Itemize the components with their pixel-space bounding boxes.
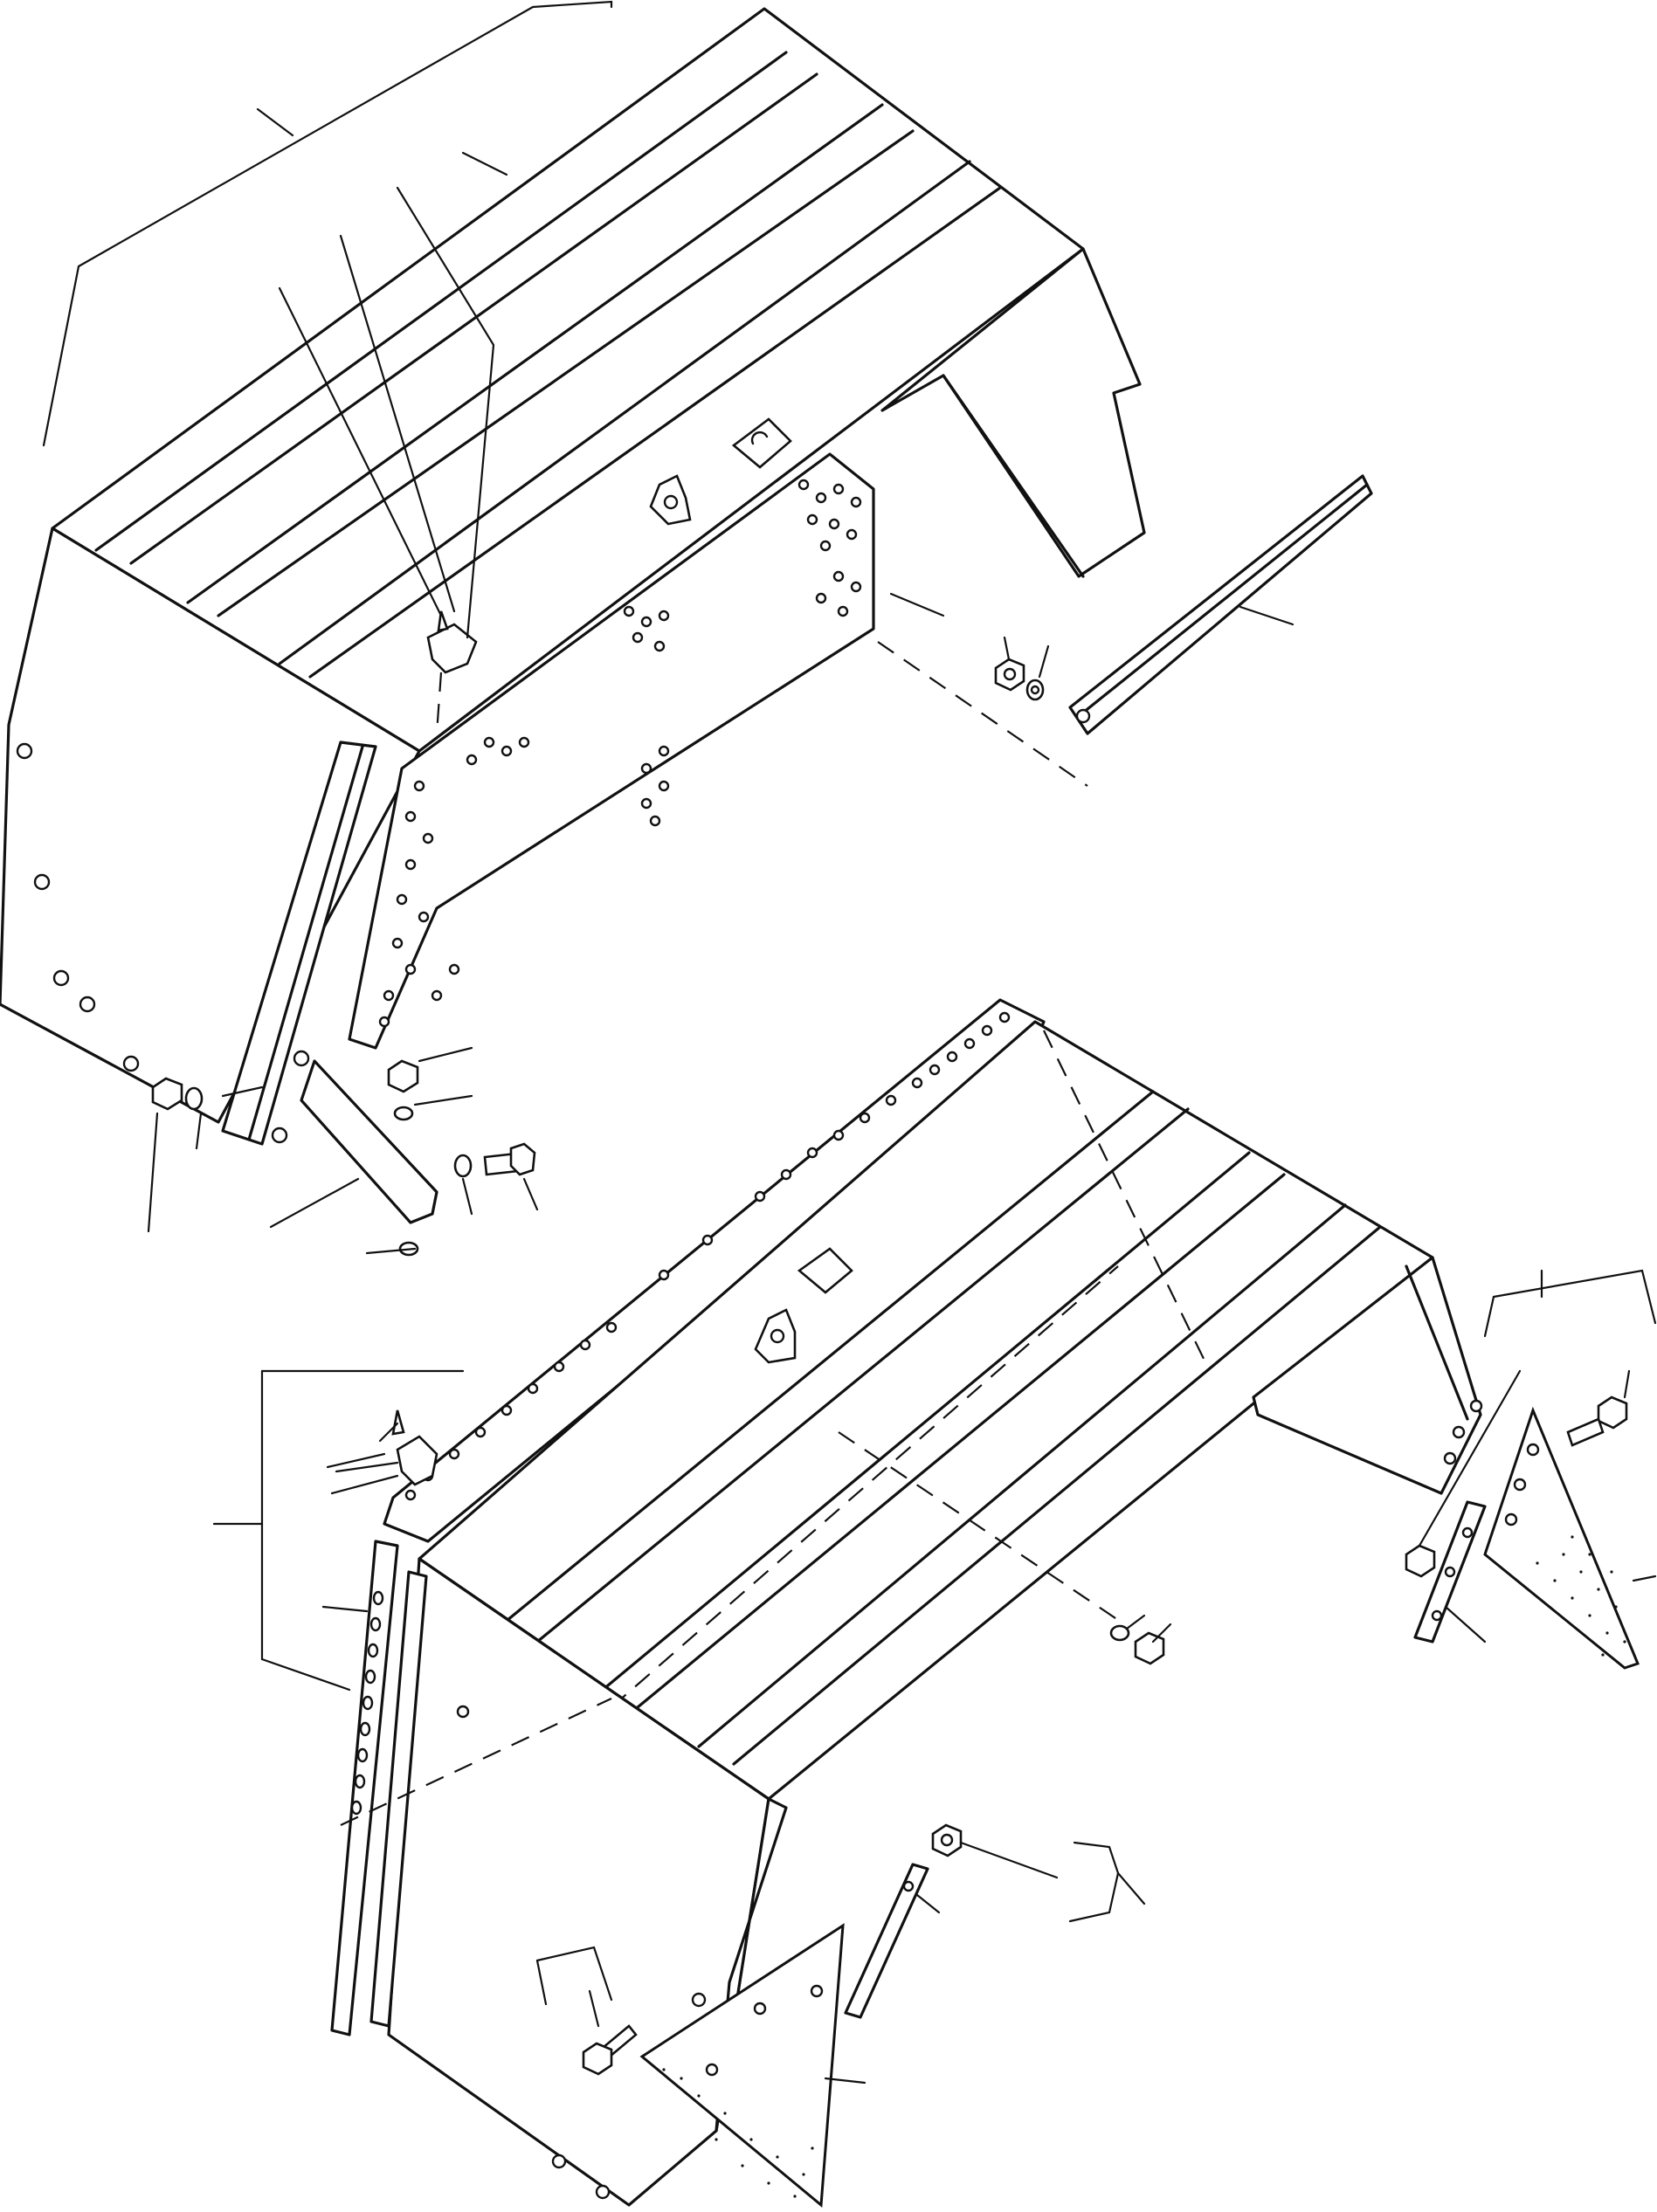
lower-strip-axis (340, 1698, 612, 1826)
upper-nut-washer (994, 658, 1045, 701)
lower-rear-skirt-holes (1443, 1399, 1483, 1465)
lower-fender-rear-skirt (1252, 1256, 1482, 1495)
upper-corner-bracket (300, 1059, 438, 1224)
lower-right-hardware (1109, 1395, 1628, 1665)
lower-deck-hidden-line-1 (611, 1265, 1119, 1708)
lower-latch-plate (797, 1247, 853, 1294)
upper-outer-side-holes (16, 742, 310, 1144)
upper-perforation-holes (378, 479, 862, 1028)
lower-rail-holes (404, 1011, 1011, 1501)
lower-bottom-gusset (639, 1923, 845, 2209)
upper-latch-plate (731, 417, 792, 469)
lower-hinge-bracket (754, 1308, 797, 1364)
lower-clip-assembly (391, 1409, 438, 1486)
lower-right-gusset (1483, 1406, 1640, 1670)
lower-bottom-gusset-stipple (662, 2068, 814, 2198)
lower-deck-hidden-line-2 (838, 1431, 1119, 1621)
lower-right-gusset-stipple (1536, 1535, 1626, 1657)
lower-vertical-strip-holes (350, 1590, 384, 1816)
upper-arm-axis (877, 641, 1088, 787)
lower-fender-assembly (330, 998, 1640, 2209)
upper-left-hardware (151, 1059, 536, 1257)
lower-bottom-bracket (844, 1863, 929, 2019)
lower-deck-ribs (501, 1090, 1382, 1766)
upper-perforated-inner-panel (348, 452, 875, 1050)
lower-right-bracket (1413, 1500, 1487, 1643)
lower-vertical-strip (330, 1540, 399, 2036)
upper-fender-outer-side (0, 527, 421, 1124)
upper-hinge-bracket (649, 474, 692, 526)
lower-bottom-hardware (582, 1823, 963, 2076)
upper-support-arm (1068, 474, 1373, 735)
upper-deck-ribs (94, 51, 1002, 679)
upper-clip-axis (435, 672, 443, 734)
leader-lines (42, 0, 1657, 2085)
upper-fender-rear-skirt (880, 247, 1146, 578)
upper-angle-strip (221, 741, 377, 1146)
lower-outer-side-holes (456, 1705, 707, 2200)
upper-fender-assembly (0, 7, 1373, 1257)
